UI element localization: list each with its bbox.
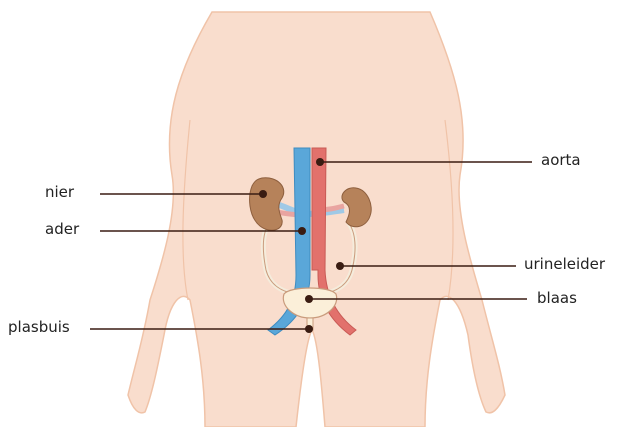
label-aorta: aorta: [541, 151, 581, 169]
label-plasbuis: plasbuis: [8, 318, 70, 336]
label-blaas: blaas: [537, 289, 577, 307]
label-ader: ader: [45, 220, 79, 238]
label-nier: nier: [45, 183, 74, 201]
label-urineleider: urineleider: [524, 255, 605, 273]
